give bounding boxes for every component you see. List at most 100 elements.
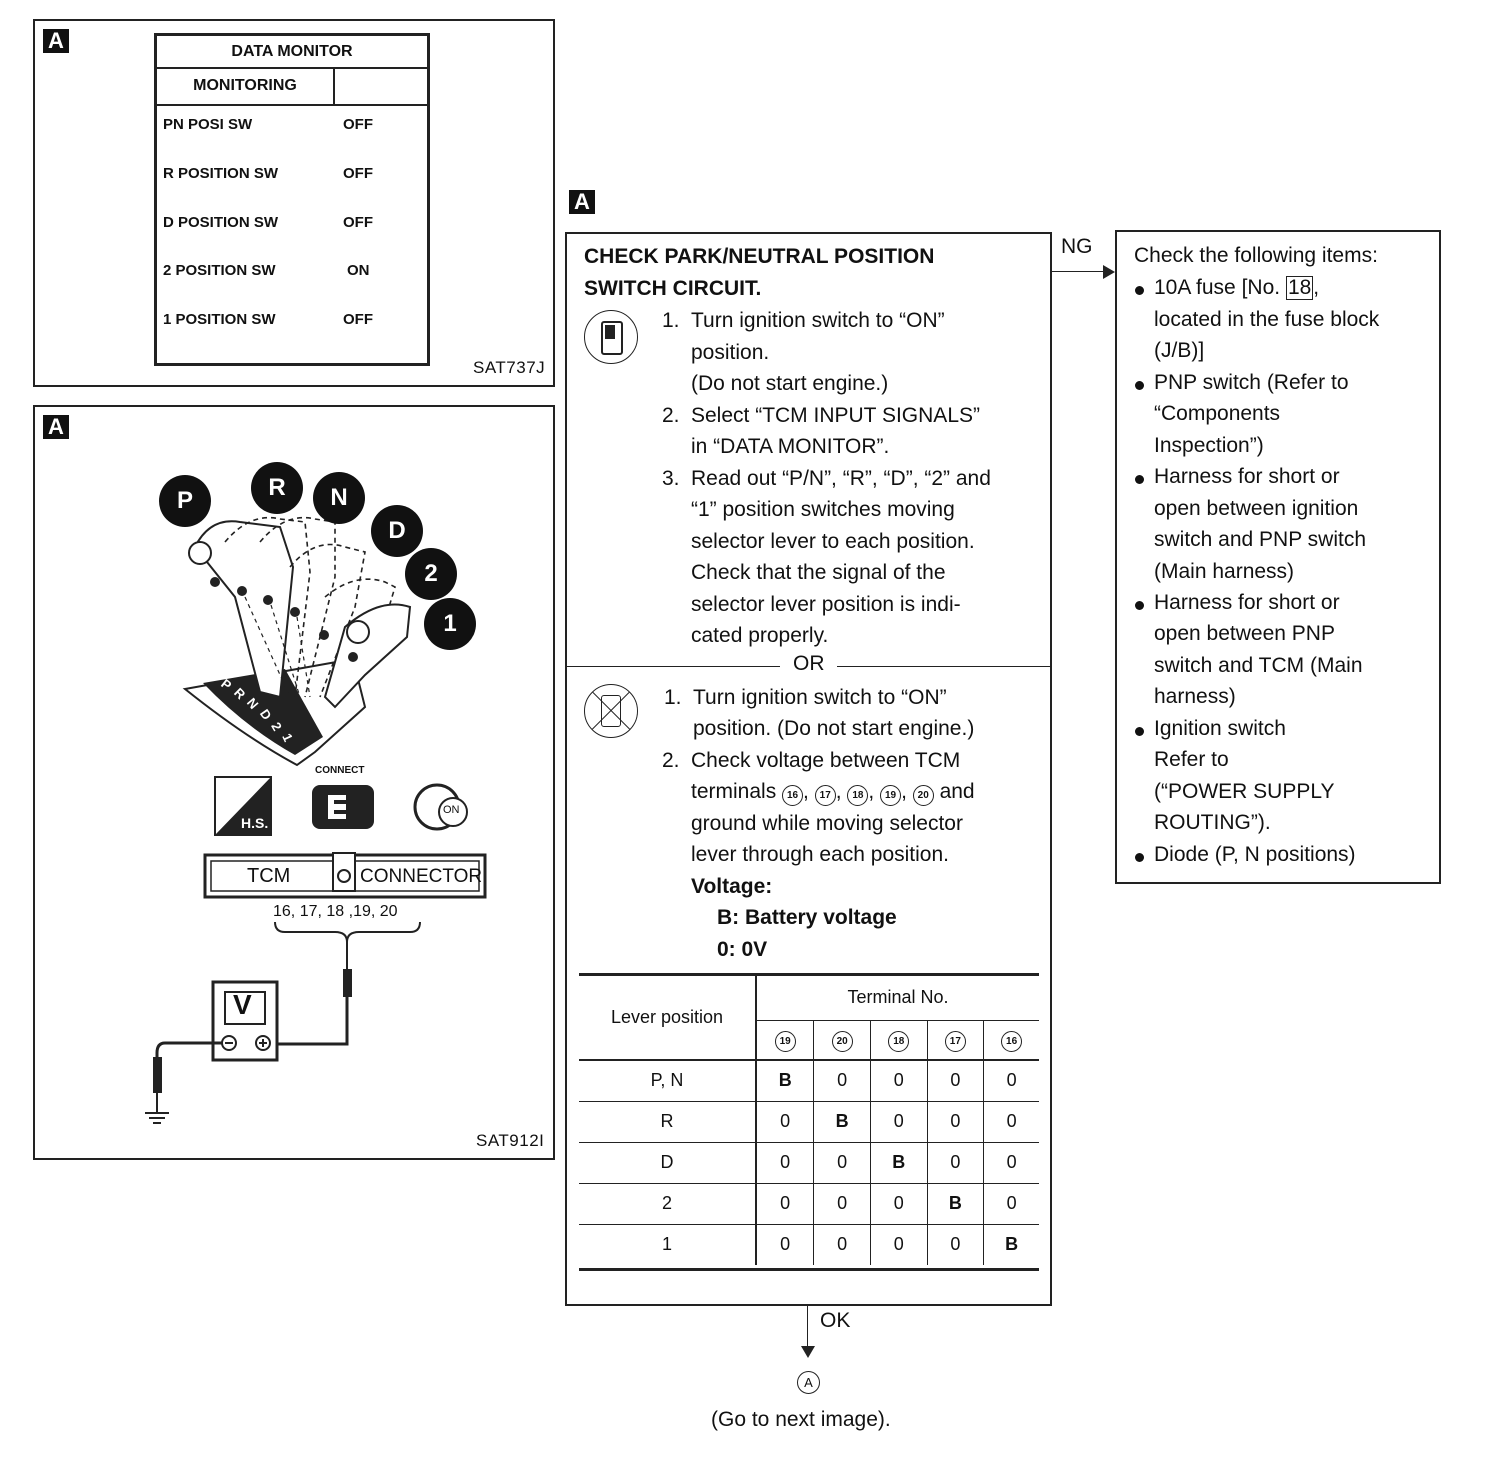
terminals-prefix: terminals <box>691 780 777 803</box>
table-top-rule <box>579 973 1039 976</box>
ng-item-line: switch and PNP switch <box>1154 528 1367 551</box>
step-text: ground while moving selector <box>691 812 963 835</box>
terminal-16-badge: 16 <box>1001 1030 1023 1052</box>
step-text: selector lever position is indi- <box>691 593 961 616</box>
no-consult-icon <box>584 684 638 738</box>
monitor-row-value: OFF <box>343 116 373 133</box>
data-monitor-screen: DATA MONITOR MONITORING PN POSI SW OFF R… <box>154 33 430 366</box>
monitor-row-label: PN POSI SW <box>163 116 253 133</box>
terminal-col-header: 18 <box>870 1020 928 1061</box>
terminal-17-badge: 17 <box>944 1030 966 1052</box>
step-text: Read out “P/N”, “R”, “D”, “2” and <box>691 467 991 490</box>
terminal-voltage-table: Lever position Terminal No. 19 20 18 17 … <box>579 976 1039 1265</box>
ng-arrow-line <box>1052 271 1107 272</box>
check-title-line2: SWITCH CIRCUIT. <box>584 277 762 300</box>
step-number: 1. <box>662 309 680 332</box>
position-2-marker: 2 <box>405 548 457 600</box>
fuse-suffix: , <box>1313 276 1320 299</box>
go-to-next-text: (Go to next image). <box>711 1408 891 1431</box>
data-monitor-title: DATA MONITOR <box>157 36 427 69</box>
terminal-value-cell: 0 <box>927 1060 985 1102</box>
terminal-value-cell: 0 <box>870 1224 928 1265</box>
terminal-value-cell: 0 <box>983 1060 1039 1102</box>
step-text: Check that the signal of the <box>691 561 946 584</box>
bullet-icon <box>1135 286 1144 295</box>
voltage-label: Voltage: <box>691 875 773 898</box>
ng-arrowhead-icon <box>1103 265 1115 279</box>
selector-lever-illustration <box>145 516 487 1124</box>
step-text: position. (Do not start engine.) <box>693 717 975 740</box>
lever-position-cell: R <box>579 1101 757 1143</box>
monitoring-blank-cell <box>333 67 427 106</box>
ng-item-line: (“POWER SUPPLY <box>1154 780 1335 803</box>
lever-position-cell: P, N <box>579 1060 757 1102</box>
monitor-row-label: R POSITION SW <box>163 165 279 182</box>
consult-icon <box>584 310 638 364</box>
ng-label: NG <box>1061 235 1093 258</box>
ng-item-line: Refer to <box>1154 748 1229 771</box>
step-number: 2. <box>662 404 680 427</box>
ng-item-line: PNP switch (Refer to <box>1154 371 1349 394</box>
terminal-value-cell: B <box>1005 1234 1019 1255</box>
step-text: Select “TCM INPUT SIGNALS” <box>691 404 980 427</box>
terminal-value-cell: B <box>870 1142 928 1184</box>
terminal-col-header: 16 <box>983 1020 1039 1061</box>
step-text: position. <box>691 341 770 364</box>
terminal-value-cell: 0 <box>870 1101 928 1143</box>
terminal-value-cell: 0 <box>756 1183 815 1225</box>
terminal-value-cell: 0 <box>983 1142 1039 1184</box>
terminal-20-badge: 20 <box>831 1030 853 1052</box>
terminal-value-cell: 0 <box>756 1142 815 1184</box>
table-bottom-rule <box>579 1268 1039 1271</box>
ok-label: OK <box>820 1309 851 1332</box>
ng-item-line: “Components <box>1154 402 1281 425</box>
terminal-18-badge: 18 <box>888 1030 910 1052</box>
position-1-marker: 1 <box>424 598 476 650</box>
bullet-icon <box>1135 381 1144 390</box>
fuse-number-badge: 18 <box>1285 276 1314 300</box>
monitor-row-value: OFF <box>343 165 373 182</box>
ok-arrow-line <box>807 1306 808 1348</box>
lever-position-cell: 2 <box>579 1183 757 1225</box>
ng-item-line: Harness for short or <box>1154 465 1340 488</box>
ng-item-line: open between ignition <box>1154 497 1359 520</box>
ng-item-line: ROUTING”). <box>1154 811 1271 834</box>
step-number: 3. <box>662 467 680 490</box>
step-text: in “DATA MONITOR”. <box>691 435 890 458</box>
ng-item-line: Diode (P, N positions) <box>1154 843 1356 866</box>
ng-item-line: (J/B)] <box>1154 339 1205 362</box>
monitor-row-value: OFF <box>343 214 373 231</box>
or-divider-left <box>567 666 780 667</box>
or-label: OR <box>793 652 825 675</box>
terminal-19-badge: 19 <box>880 785 902 806</box>
monitor-row-label: D POSITION SW <box>163 214 279 231</box>
terminal-col-header: 17 <box>927 1020 985 1061</box>
check-title-line1: CHECK PARK/NEUTRAL POSITION <box>584 245 935 268</box>
ok-arrowhead-icon <box>801 1346 815 1358</box>
lever-voltage-figure: A <box>33 405 555 1160</box>
ng-item-line: open between PNP <box>1154 622 1335 645</box>
step-text: “1” position switches moving <box>691 498 955 521</box>
terminal-18-badge: 18 <box>847 785 869 806</box>
step-text: selector lever to each position. <box>691 530 975 553</box>
terminal-value-cell: 0 <box>813 1224 871 1265</box>
terminals-line: terminals 16, 17, 18, 19, 20 and <box>691 776 975 808</box>
terminal-col-header: 20 <box>813 1020 871 1061</box>
lever-position-cell: D <box>579 1142 757 1184</box>
ng-item-line: (Main harness) <box>1154 560 1295 583</box>
ignition-on-icon: ON <box>443 804 460 816</box>
monitor-row-label: 1 POSITION SW <box>163 311 276 328</box>
position-d-marker: D <box>371 505 423 557</box>
terminal-numbers: 16, 17, 18 ,19, 20 <box>273 903 398 920</box>
bullet-icon <box>1135 727 1144 736</box>
tcm-label: TCM <box>247 865 291 887</box>
terminal-no-header: Terminal No. <box>756 976 1039 1021</box>
ng-item-line: Inspection”) <box>1154 434 1264 457</box>
terminal-value-cell: B <box>927 1183 985 1225</box>
flowchart-tag: A <box>569 190 595 214</box>
lever-position-cell: 1 <box>579 1224 757 1265</box>
